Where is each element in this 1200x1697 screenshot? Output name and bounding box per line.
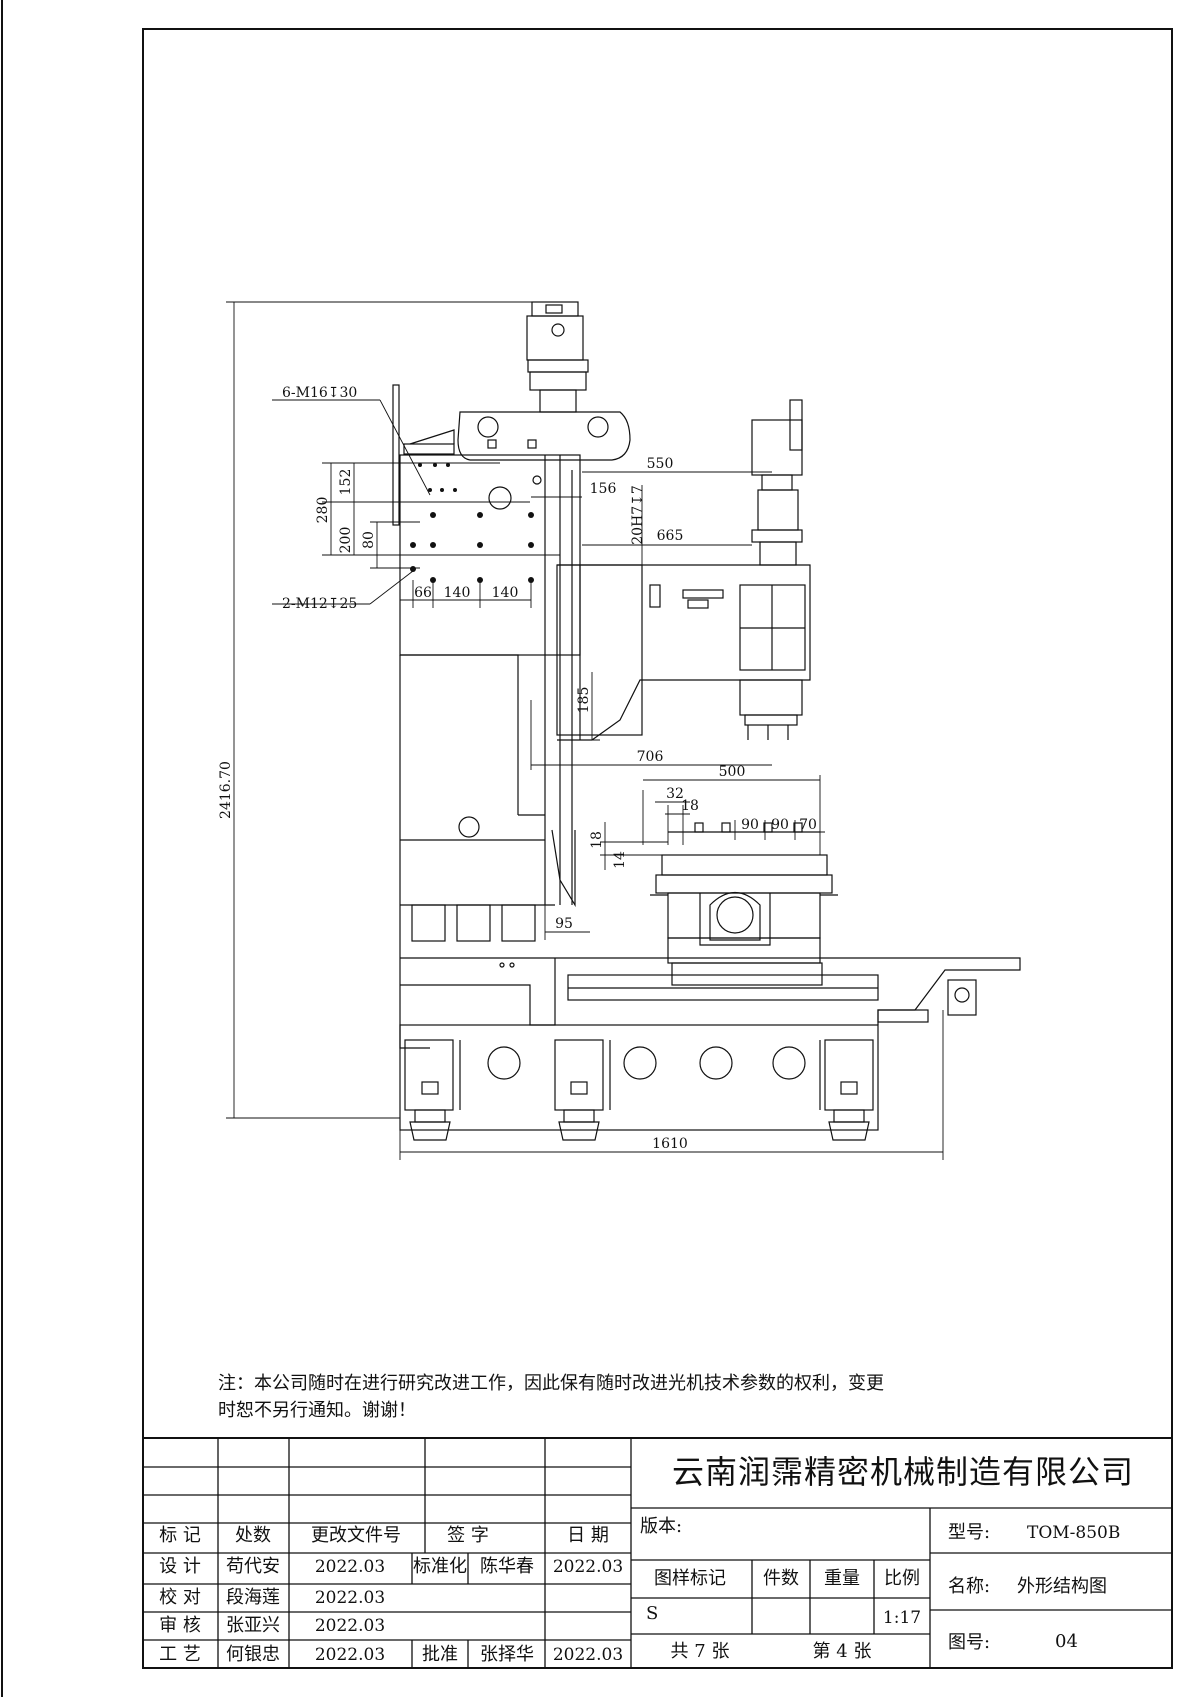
dim-70: 70	[799, 817, 817, 833]
dim-200: 200	[338, 527, 354, 554]
total-sheets: 共 7 张	[670, 1641, 730, 1662]
dim-185: 185	[576, 687, 592, 714]
review-label: 审 核	[159, 1615, 201, 1636]
dim-90-a: 90	[741, 817, 759, 833]
dimension-lines	[226, 301, 944, 1160]
pattern-mark-label: 图样标记	[654, 1568, 726, 1589]
std-name: 陈华春	[480, 1556, 534, 1577]
check-label: 校 对	[159, 1587, 201, 1608]
header-sign: 签 字	[447, 1525, 489, 1546]
header-date: 日 期	[567, 1525, 609, 1546]
dim-90-b: 90	[771, 817, 789, 833]
dimension-labels: 2416.70 1610 6-M16↧30 2-M12↧25 152 280 2…	[218, 385, 817, 1152]
header-count: 处数	[235, 1525, 271, 1546]
process-name: 何银忠	[226, 1644, 280, 1665]
weight-label: 重量	[824, 1568, 860, 1589]
qty-label: 件数	[763, 1568, 799, 1589]
approve-date: 2022.03	[552, 1645, 624, 1665]
review-name: 张亚兴	[226, 1615, 280, 1636]
scale-label: 比例	[884, 1568, 920, 1589]
machine-drawing	[392, 301, 1021, 1141]
dim-152: 152	[338, 469, 354, 496]
process-date: 2022.03	[314, 1645, 386, 1665]
dim-66: 66	[414, 585, 432, 601]
dim-18-b: 18	[589, 831, 605, 849]
design-name: 苟代安	[226, 1556, 280, 1577]
std-date: 2022.03	[552, 1557, 624, 1577]
design-label: 设 计	[159, 1556, 201, 1577]
dim-holes-bottom: 2-M12↧25	[282, 596, 357, 612]
company-name: 云南润霈精密机械制造有限公司	[672, 1453, 1135, 1491]
approve-label: 批准	[422, 1644, 458, 1665]
pattern-mark-value: S	[646, 1603, 659, 1624]
version-label: 版本:	[640, 1516, 683, 1537]
dim-overall-height: 2416.70	[218, 761, 234, 819]
check-date: 2022.03	[314, 1588, 386, 1608]
dim-156: 156	[590, 481, 617, 497]
dim-32: 32	[666, 786, 684, 802]
review-date: 2022.03	[314, 1616, 386, 1636]
dim-706: 706	[637, 749, 664, 765]
dim-550: 550	[647, 456, 674, 472]
note-line-2: 时恕不另行通知。谢谢！	[218, 1400, 416, 1421]
dim-500: 500	[719, 764, 746, 780]
dim-280: 280	[315, 497, 331, 524]
dim-20h7: 20H7↧7	[630, 485, 646, 545]
dim-140-a: 140	[444, 585, 471, 601]
name-value: 外形结构图	[1017, 1576, 1107, 1597]
drawing-no-label: 图号:	[948, 1632, 991, 1653]
header-mark: 标 记	[159, 1525, 201, 1546]
dim-holes-top: 6-M16↧30	[282, 385, 357, 401]
std-label: 标准化	[413, 1556, 467, 1577]
dim-18-a: 18	[681, 798, 699, 814]
dim-95: 95	[555, 916, 573, 932]
sheet-number: 第 4 张	[812, 1641, 872, 1662]
scale-value: 1:17	[882, 1608, 922, 1628]
approve-name: 张择华	[480, 1644, 534, 1665]
dim-665: 665	[657, 528, 684, 544]
title-block-grid	[142, 1437, 1173, 1669]
dim-overall-width: 1610	[652, 1136, 688, 1152]
dim-80: 80	[361, 531, 377, 549]
process-label: 工 艺	[159, 1644, 201, 1665]
header-doc-no: 更改文件号	[311, 1525, 401, 1546]
revision-note: 注：本公司随时在进行研究改进工作，因此保有随时改进光机技术参数的权利，变更 时恕…	[218, 1370, 978, 1424]
dim-140-b: 140	[492, 585, 519, 601]
check-name: 段海莲	[226, 1587, 280, 1608]
drawing-no-value: 04	[1055, 1631, 1078, 1652]
note-line-1: 注：本公司随时在进行研究改进工作，因此保有随时改进光机技术参数的权利，变更	[218, 1373, 884, 1394]
design-date: 2022.03	[314, 1557, 386, 1577]
model-value: TOM-850B	[1027, 1523, 1121, 1543]
dim-14: 14	[612, 851, 628, 869]
name-label: 名称:	[948, 1576, 991, 1597]
model-label: 型号:	[948, 1522, 991, 1543]
